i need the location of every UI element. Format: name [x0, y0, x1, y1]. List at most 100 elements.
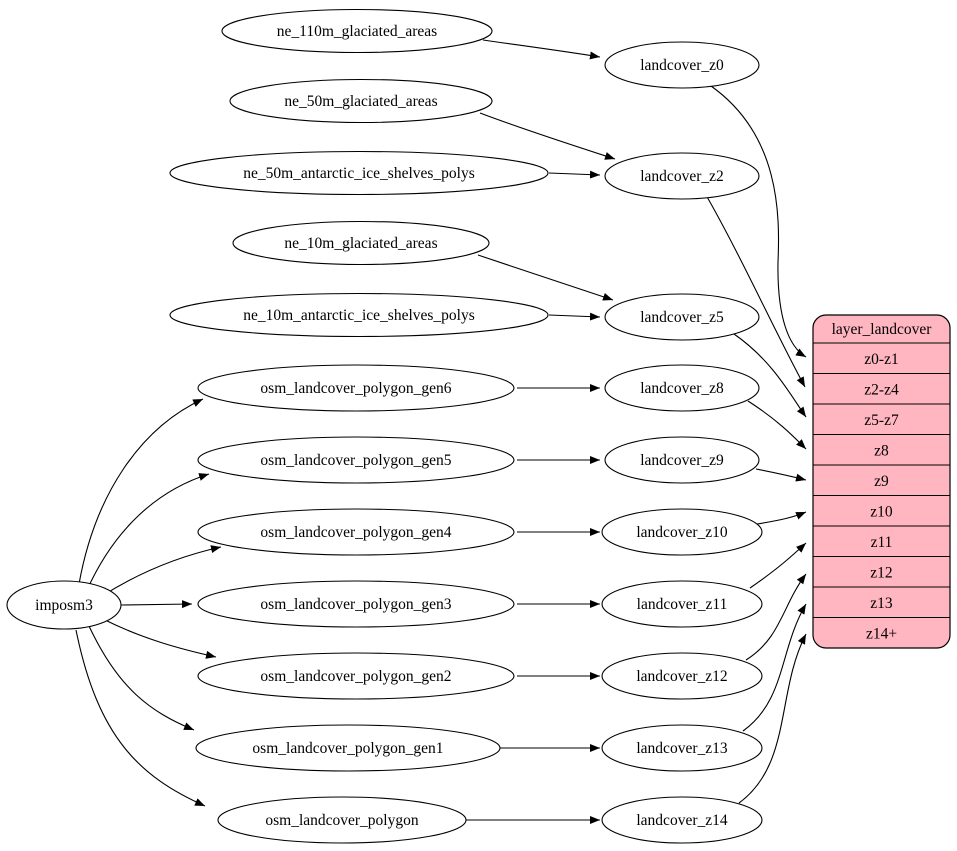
node-landcover-z10: landcover_z10	[601, 508, 763, 556]
source-nodes: ne_110m_glaciated_areas ne_50m_glaciated…	[169, 8, 549, 844]
node-landcover-z8: landcover_z8	[604, 364, 760, 412]
edge-z10-to-row-z10	[756, 511, 807, 525]
node-ellipse	[229, 78, 493, 124]
node-ellipse	[217, 796, 467, 844]
edge-z13-to-row-z13	[742, 603, 807, 732]
node-ellipse	[6, 580, 122, 630]
node-osm-landcover-polygon-gen1: osm_landcover_polygon_gen1	[195, 724, 501, 772]
node-landcover-z0: landcover_z0	[604, 41, 760, 89]
table-row-z10: z10	[870, 504, 893, 521]
node-ellipse	[197, 508, 515, 556]
node-label: landcover_z13	[636, 740, 727, 757]
node-label: landcover_z14	[636, 812, 727, 829]
edge-imposm3-to-gen2	[102, 618, 217, 659]
node-label: osm_landcover_polygon	[265, 812, 419, 829]
table-row-z12: z12	[870, 565, 892, 582]
node-ellipse	[604, 152, 760, 200]
edge-imposm3-to-gen3	[120, 600, 193, 609]
edge-z0-to-row-z0z1	[710, 85, 807, 358]
node-ne-110m-glaciated-areas: ne_110m_glaciated_areas	[221, 8, 493, 54]
node-label: landcover_z12	[636, 668, 727, 685]
node-label: osm_landcover_polygon_gen6	[260, 380, 451, 397]
edge-imposm3-to-gen5	[86, 473, 210, 591]
node-ellipse	[197, 652, 515, 700]
edge-z14-to-row-z14plus	[738, 633, 807, 804]
node-osm-landcover-polygon-gen4: osm_landcover_polygon_gen4	[197, 508, 515, 556]
node-landcover-z13: landcover_z13	[601, 724, 763, 772]
node-label: osm_landcover_polygon_gen4	[260, 524, 451, 541]
node-ellipse	[604, 41, 760, 89]
node-ne-50m-glaciated-areas: ne_50m_glaciated_areas	[229, 78, 493, 124]
node-label: ne_50m_antarctic_ice_shelves_polys	[243, 165, 475, 182]
node-ellipse	[604, 293, 760, 341]
node-ellipse	[601, 508, 763, 556]
node-landcover-z2: landcover_z2	[604, 152, 760, 200]
node-label: landcover_z8	[640, 380, 724, 397]
table-row-z14plus: z14+	[866, 626, 897, 643]
node-ellipse	[169, 150, 549, 196]
table-row-z11: z11	[871, 534, 893, 551]
table-title: layer_landcover	[832, 321, 933, 338]
table-row-z2-z4: z2-z4	[864, 382, 899, 399]
table-row-z9: z9	[874, 473, 889, 490]
node-ellipse	[604, 364, 760, 412]
node-ellipse	[604, 436, 760, 484]
node-osm-landcover-polygon: osm_landcover_polygon	[217, 796, 467, 844]
node-label: landcover_z9	[640, 452, 724, 469]
node-osm-landcover-polygon-gen2: osm_landcover_polygon_gen2	[197, 652, 515, 700]
node-osm-landcover-polygon-gen5: osm_landcover_polygon_gen5	[197, 436, 515, 484]
node-label: osm_landcover_polygon_gen1	[252, 740, 443, 757]
edge-imposm3-to-gen4	[101, 545, 222, 597]
edge-imposm3-to-gen1	[88, 625, 195, 731]
edge-z12-to-row-z12	[745, 573, 807, 661]
node-ellipse	[601, 724, 763, 772]
node-label: landcover_z2	[640, 168, 724, 185]
table-row-z0-z1: z0-z1	[864, 351, 898, 368]
node-label: ne_110m_glaciated_areas	[277, 23, 437, 40]
edge-z9-to-row-z9	[755, 468, 807, 482]
node-layer-landcover-table: layer_landcover z0-z1 z2-z4 z5-z7 z8 z9 …	[812, 314, 951, 649]
node-osm-landcover-polygon-gen3: osm_landcover_polygon_gen3	[197, 580, 515, 628]
node-landcover-z14: landcover_z14	[601, 796, 763, 844]
node-label: osm_landcover_polygon_gen5	[260, 452, 451, 469]
node-label: landcover_z0	[640, 57, 724, 74]
node-ne-10m-antarctic-ice-shelves-polys: ne_10m_antarctic_ice_shelves_polys	[169, 292, 549, 338]
table-row-z8: z8	[874, 443, 889, 460]
node-landcover-z9: landcover_z9	[604, 436, 760, 484]
node-ellipse	[601, 652, 763, 700]
node-imposm3: imposm3	[6, 580, 122, 630]
node-label: osm_landcover_polygon_gen3	[260, 596, 451, 613]
node-label: landcover_z10	[636, 524, 727, 541]
edge-imposm3-to-gen6	[78, 398, 204, 585]
edge-ne10m-glac-to-z5	[477, 254, 614, 301]
edge-ne50m-ant-to-z2	[548, 170, 601, 179]
node-ne-10m-glaciated-areas: ne_10m_glaciated_areas	[232, 220, 490, 266]
node-ellipse	[197, 436, 515, 484]
edge-z5-to-row-z5z7	[733, 333, 807, 418]
node-label: ne_50m_glaciated_areas	[284, 93, 437, 110]
node-osm-landcover-polygon-gen6: osm_landcover_polygon_gen6	[197, 364, 515, 412]
node-label: landcover_z5	[640, 309, 724, 326]
edge-z2-to-row-z2z4	[705, 194, 806, 388]
table-row-z13: z13	[870, 595, 893, 612]
node-ellipse	[169, 292, 549, 338]
node-ellipse	[197, 364, 515, 412]
node-ellipse	[601, 796, 763, 844]
edge-z11-to-row-z11	[749, 542, 807, 589]
node-ne-50m-antarctic-ice-shelves-polys: ne_50m_antarctic_ice_shelves_polys	[169, 150, 549, 196]
node-landcover-z12: landcover_z12	[601, 652, 763, 700]
intermediate-nodes: landcover_z0 landcover_z2 landcover_z5 l…	[601, 41, 763, 844]
edge-ne110m-to-z0	[482, 39, 601, 60]
table-background	[812, 314, 951, 649]
node-label: ne_10m_antarctic_ice_shelves_polys	[243, 307, 475, 324]
edge-ne10m-ant-to-z5	[548, 312, 601, 321]
table-row-z5-z7: z5-z7	[864, 412, 899, 429]
node-ellipse	[195, 724, 501, 772]
node-label: ne_10m_glaciated_areas	[284, 235, 437, 252]
edge-group	[75, 39, 807, 824]
node-label: imposm3	[35, 597, 93, 614]
node-ellipse	[232, 220, 490, 266]
node-ellipse	[197, 580, 515, 628]
